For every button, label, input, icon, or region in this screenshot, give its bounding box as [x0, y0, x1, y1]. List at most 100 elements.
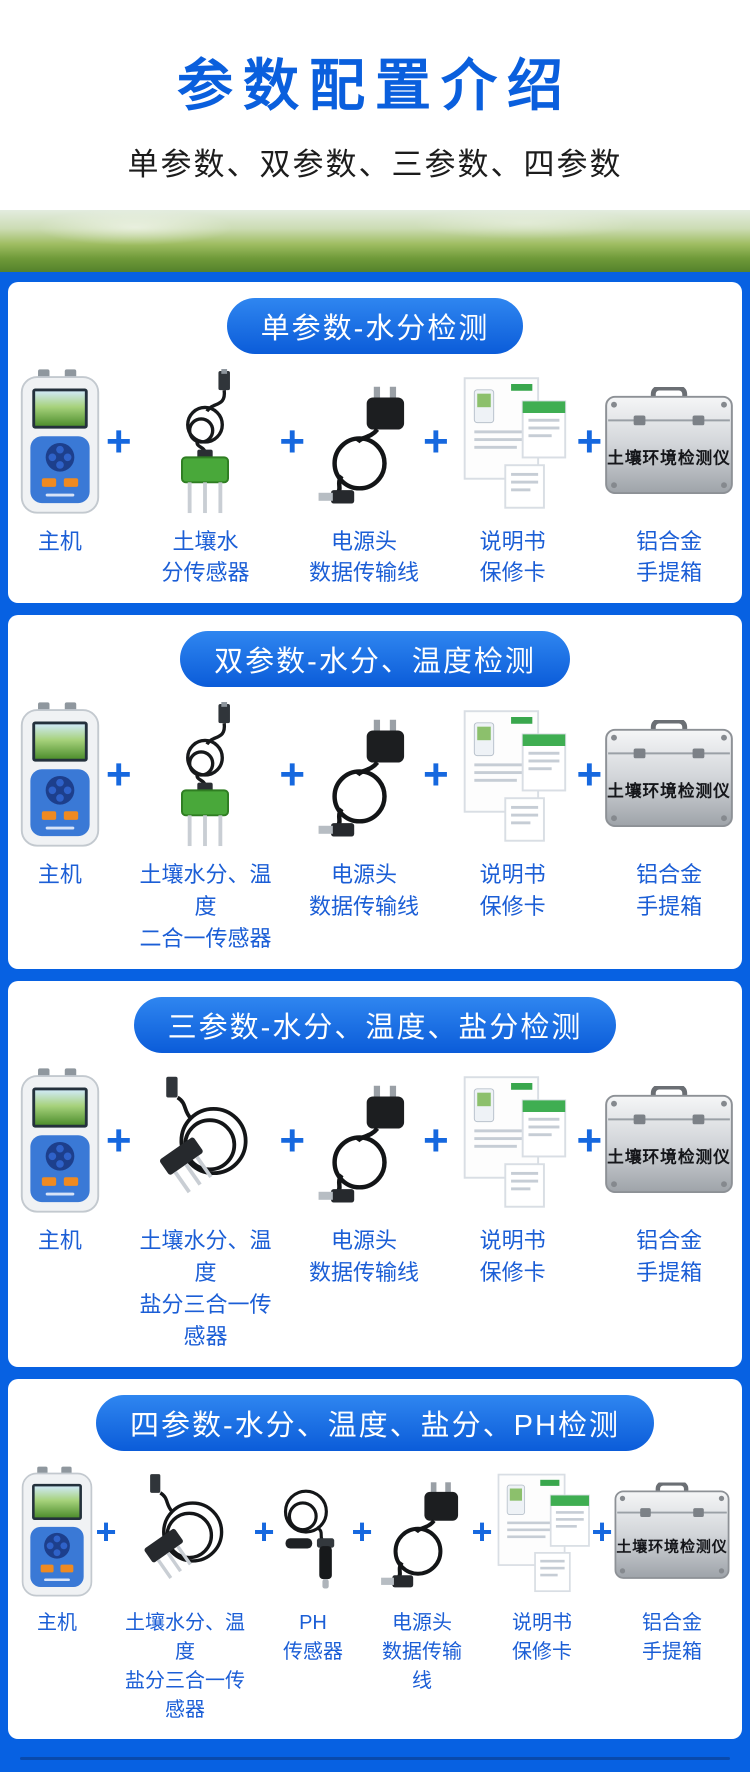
plus-icon: + [471, 1510, 493, 1552]
item-aluminum-case: 铝合金 手提箱 [613, 1457, 731, 1667]
manual-icon [455, 701, 571, 849]
item-label: 说明书 保修卡 [479, 862, 546, 920]
item-manual-warranty: 说明书 保修卡 [449, 360, 577, 590]
plus-icon: + [422, 1116, 449, 1166]
plus-icon: + [576, 750, 603, 800]
handheld-device-icon [17, 1067, 103, 1215]
manual-image [455, 1059, 571, 1223]
product-row: 主机 + 土壤水分、温度 二合一传感器 + 电源头 数据传输线 + [14, 693, 736, 955]
item-manual-warranty: 说明书 保修卡 [449, 693, 577, 923]
power-adapter-icon [315, 705, 413, 845]
item-label: 铝合金 手提箱 [642, 1611, 702, 1663]
manual-image [455, 360, 571, 524]
item-power-adapter: 电源头 数据传输线 [373, 1457, 471, 1696]
item-label: PH 传感器 [283, 1611, 343, 1663]
plus-icon: + [591, 1510, 613, 1552]
plus-icon: + [422, 750, 449, 800]
item-label: 铝合金 手提箱 [636, 862, 703, 920]
handheld-device-icon [18, 1465, 95, 1598]
item-aluminum-case: 铝合金 手提箱 [602, 360, 736, 590]
item-label: 铝合金 手提箱 [636, 528, 703, 586]
plus-icon: + [253, 1510, 275, 1552]
item-main-unit: 主机 [14, 1059, 106, 1257]
item-ph-sensor: PH 传感器 [275, 1457, 351, 1667]
sensor-image [133, 1457, 237, 1607]
soil-sensor-icon [157, 700, 253, 850]
content-area: 单参数-水分检测 主机 + 土壤水 分传感器 + [0, 271, 750, 1772]
handheld-device-icon [17, 368, 103, 516]
item-aluminum-case: 铝合金 手提箱 [602, 1059, 736, 1289]
main-unit-image [17, 693, 103, 857]
aluminum-case-icon [614, 1482, 731, 1581]
item-label: 土壤水 分传感器 [161, 528, 250, 586]
section-title-badge: 四参数-水分、温度、盐分、PH检测 [96, 1394, 654, 1451]
item-manual-warranty: 说明书 保修卡 [449, 1059, 577, 1289]
section-triple-param: 三参数-水分、温度、盐分检测 主机 + 土壤水分、温度 盐分三合一传感器 + [8, 981, 742, 1367]
manual-icon [455, 1067, 571, 1215]
plus-icon: + [422, 416, 449, 466]
power-adapter-image [315, 693, 413, 857]
product-row: 主机 + 土壤水分、温度 盐分三合一传感器 + 电源头 数据传输线 + [14, 1059, 736, 1353]
product-row: 主机 + 土壤水 分传感器 + 电源头 数据传输线 + [14, 360, 736, 590]
item-label: 说明书 保修卡 [512, 1611, 572, 1663]
plus-icon: + [576, 1116, 603, 1166]
section-title-badge: 双参数-水分、温度检测 [180, 631, 570, 688]
sensor-image [153, 1059, 257, 1223]
main-unit-image [17, 1059, 103, 1223]
plus-icon: + [576, 416, 603, 466]
item-soil-moisture-sensor: 土壤水 分传感器 [132, 360, 280, 590]
item-label: 主机 [37, 1228, 82, 1254]
plus-icon: + [279, 1116, 306, 1166]
power-adapter-image [315, 360, 413, 524]
case-image [607, 1457, 737, 1607]
bottom-divider [20, 1756, 730, 1760]
soil-sensor-icon [153, 1066, 257, 1216]
plus-icon: + [95, 1510, 117, 1552]
case-image [604, 360, 734, 524]
main-unit-image [14, 1457, 100, 1607]
ph-sensor-icon [270, 1469, 356, 1595]
aluminum-case-icon [604, 1086, 734, 1196]
aluminum-case-icon [604, 720, 734, 830]
item-label: 说明书 保修卡 [479, 1228, 546, 1285]
item-label: 说明书 保修卡 [479, 528, 546, 586]
plus-icon: + [279, 750, 306, 800]
item-label: 主机 [37, 862, 82, 888]
manual-image [455, 693, 571, 857]
item-label: 土壤水分、温度 盐分三合一传感器 [125, 1611, 245, 1721]
plus-icon: + [105, 750, 132, 800]
item-3in1-sensor: 土壤水分、温度 盐分三合一传感器 [132, 1059, 280, 1353]
item-label: 电源头 数据传输线 [382, 1611, 462, 1692]
section-single-param: 单参数-水分检测 主机 + 土壤水 分传感器 + [8, 281, 742, 604]
item-label: 主机 [37, 528, 82, 554]
manual-image [484, 1457, 600, 1607]
power-adapter-icon [315, 372, 413, 512]
section-title-badge: 三参数-水分、温度、盐分检测 [133, 997, 617, 1054]
power-adapter-image [373, 1457, 471, 1607]
header: 参数配置介绍 单参数、双参数、三参数、四参数 [0, 0, 750, 210]
item-label: 主机 [37, 1611, 77, 1634]
page-title: 参数配置介绍 [177, 54, 573, 117]
soil-sensor-icon [138, 1464, 232, 1599]
item-label: 土壤水分、温度 二合一传感器 [139, 862, 272, 952]
item-main-unit: 主机 [14, 360, 106, 558]
item-label: 土壤水分、温度 盐分三合一传感器 [139, 1228, 272, 1349]
product-row: 主机 + 土壤水分、温度 盐分三合一传感器 + PH 传感器 + [14, 1457, 736, 1725]
case-image [604, 693, 734, 857]
plus-icon: + [105, 416, 132, 466]
sensor-image [157, 693, 253, 857]
aluminum-case-icon [604, 387, 734, 497]
item-label: 电源头 数据传输线 [309, 862, 420, 920]
soil-sensor-icon [157, 367, 253, 517]
item-3in1-sensor: 土壤水分、温度 盐分三合一传感器 [117, 1457, 253, 1725]
item-power-adapter: 电源头 数据传输线 [305, 1059, 423, 1289]
section-dual-param: 双参数-水分、温度检测 主机 + 土壤水分、温度 二合一传感器 + [8, 615, 742, 970]
item-power-adapter: 电源头 数据传输线 [305, 360, 423, 590]
plus-icon: + [105, 1116, 132, 1166]
page-subtitle: 单参数、双参数、三参数、四参数 [127, 146, 623, 182]
item-label: 电源头 数据传输线 [309, 528, 420, 586]
item-main-unit: 主机 [14, 693, 106, 891]
manual-icon [490, 1465, 594, 1598]
item-main-unit: 主机 [19, 1457, 95, 1638]
plus-icon: + [279, 416, 306, 466]
